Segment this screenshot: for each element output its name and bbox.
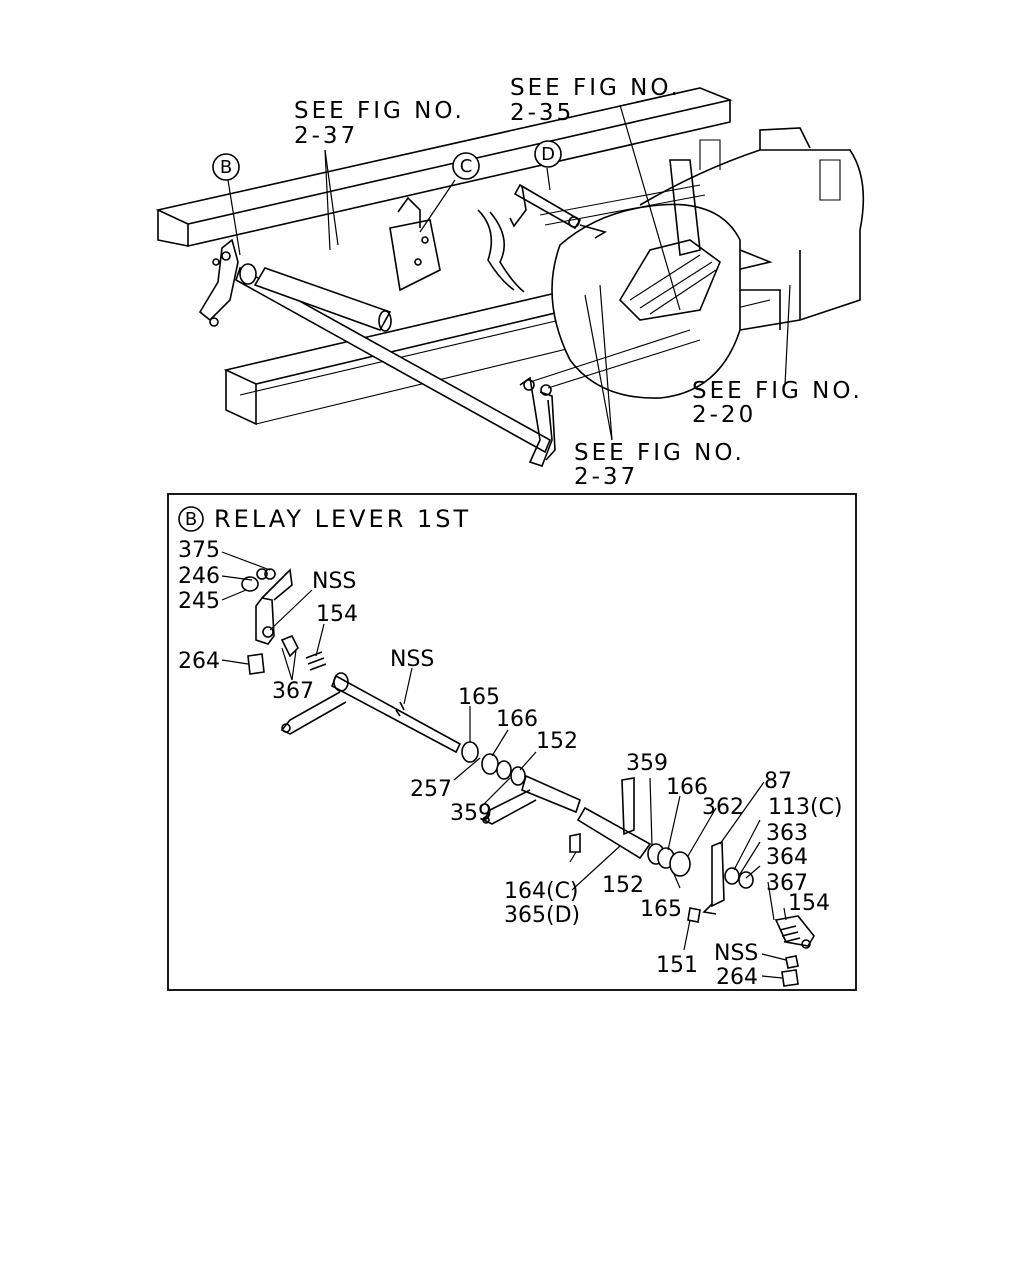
- lever-d: [509, 183, 608, 239]
- part-label: 245: [178, 589, 220, 614]
- tank-cylinder: [477, 209, 525, 293]
- part-labels: 375 246 245 NSS 154 264 367 NSS 165 166 …: [178, 538, 843, 990]
- callout-c-letter: C: [460, 156, 473, 177]
- transmission-housing: [551, 127, 865, 399]
- part-label: 113(C): [768, 795, 843, 820]
- bracket-c: [389, 196, 441, 292]
- part-label: NSS: [714, 941, 758, 966]
- ref-2-37-bottom-line1: SEE FIG NO.: [574, 440, 745, 466]
- ref-2-37-top-line2: 2-37: [294, 123, 358, 149]
- detail-title: RELAY LEVER 1ST: [214, 505, 471, 533]
- part-label: 165: [458, 685, 500, 710]
- part-label: 362: [702, 795, 744, 820]
- part-label: 264: [178, 649, 220, 674]
- overview-leaders: [227, 104, 791, 441]
- part-label: NSS: [312, 569, 356, 594]
- callout-d: D: [534, 140, 562, 168]
- ref-2-20-line1: SEE FIG NO.: [692, 378, 863, 404]
- part-label: 363: [766, 821, 808, 846]
- part-label: 154: [788, 891, 830, 916]
- part-label: 264: [716, 965, 758, 990]
- exploded-parts: [241, 568, 815, 987]
- part-label: 166: [496, 707, 538, 732]
- lower-lever: [519, 184, 706, 468]
- part-label: 152: [602, 873, 644, 898]
- part-label: 152: [536, 729, 578, 754]
- detail-leaders: [221, 551, 787, 979]
- relay-shaft: [235, 263, 552, 454]
- detail-badge: B: [178, 506, 204, 532]
- detail-panel: B RELAY LEVER 1ST: [167, 493, 857, 991]
- part-label: 364: [766, 845, 808, 870]
- part-label: 246: [178, 564, 220, 589]
- part-label: 257: [410, 777, 452, 802]
- part-label: 154: [316, 602, 358, 627]
- part-label: 367: [272, 679, 314, 704]
- detail-frame: [167, 493, 857, 991]
- part-label: 367: [766, 871, 808, 896]
- part-label: 365(D): [504, 903, 580, 928]
- part-label: 151: [656, 953, 698, 978]
- part-label: 375: [178, 538, 220, 563]
- detail-badge-letter: B: [185, 509, 197, 530]
- part-label: 359: [626, 751, 668, 776]
- ref-2-35-line1: SEE FIG NO.: [510, 75, 681, 101]
- ref-2-37-top-line1: SEE FIG NO.: [294, 98, 465, 124]
- callout-b-letter: B: [220, 157, 232, 178]
- part-label: 87: [764, 769, 792, 794]
- part-label: NSS: [390, 647, 434, 672]
- ref-2-20-line2: 2-20: [692, 402, 756, 428]
- ref-2-37-bottom-line2: 2-37: [574, 464, 638, 490]
- callout-d-letter: D: [541, 144, 555, 165]
- part-label: 165: [640, 897, 682, 922]
- part-label: 164(C): [504, 879, 579, 904]
- bracket-b: [198, 238, 239, 327]
- part-label: 359: [450, 801, 492, 826]
- part-label: 166: [666, 775, 708, 800]
- overview-illustration: B C D SEE FIG NO. 2-37 SEE FIG NO. 2-35 …: [155, 75, 865, 490]
- callout-c: C: [452, 152, 480, 180]
- ref-2-35-line2: 2-35: [510, 100, 574, 126]
- callout-b: B: [212, 153, 240, 181]
